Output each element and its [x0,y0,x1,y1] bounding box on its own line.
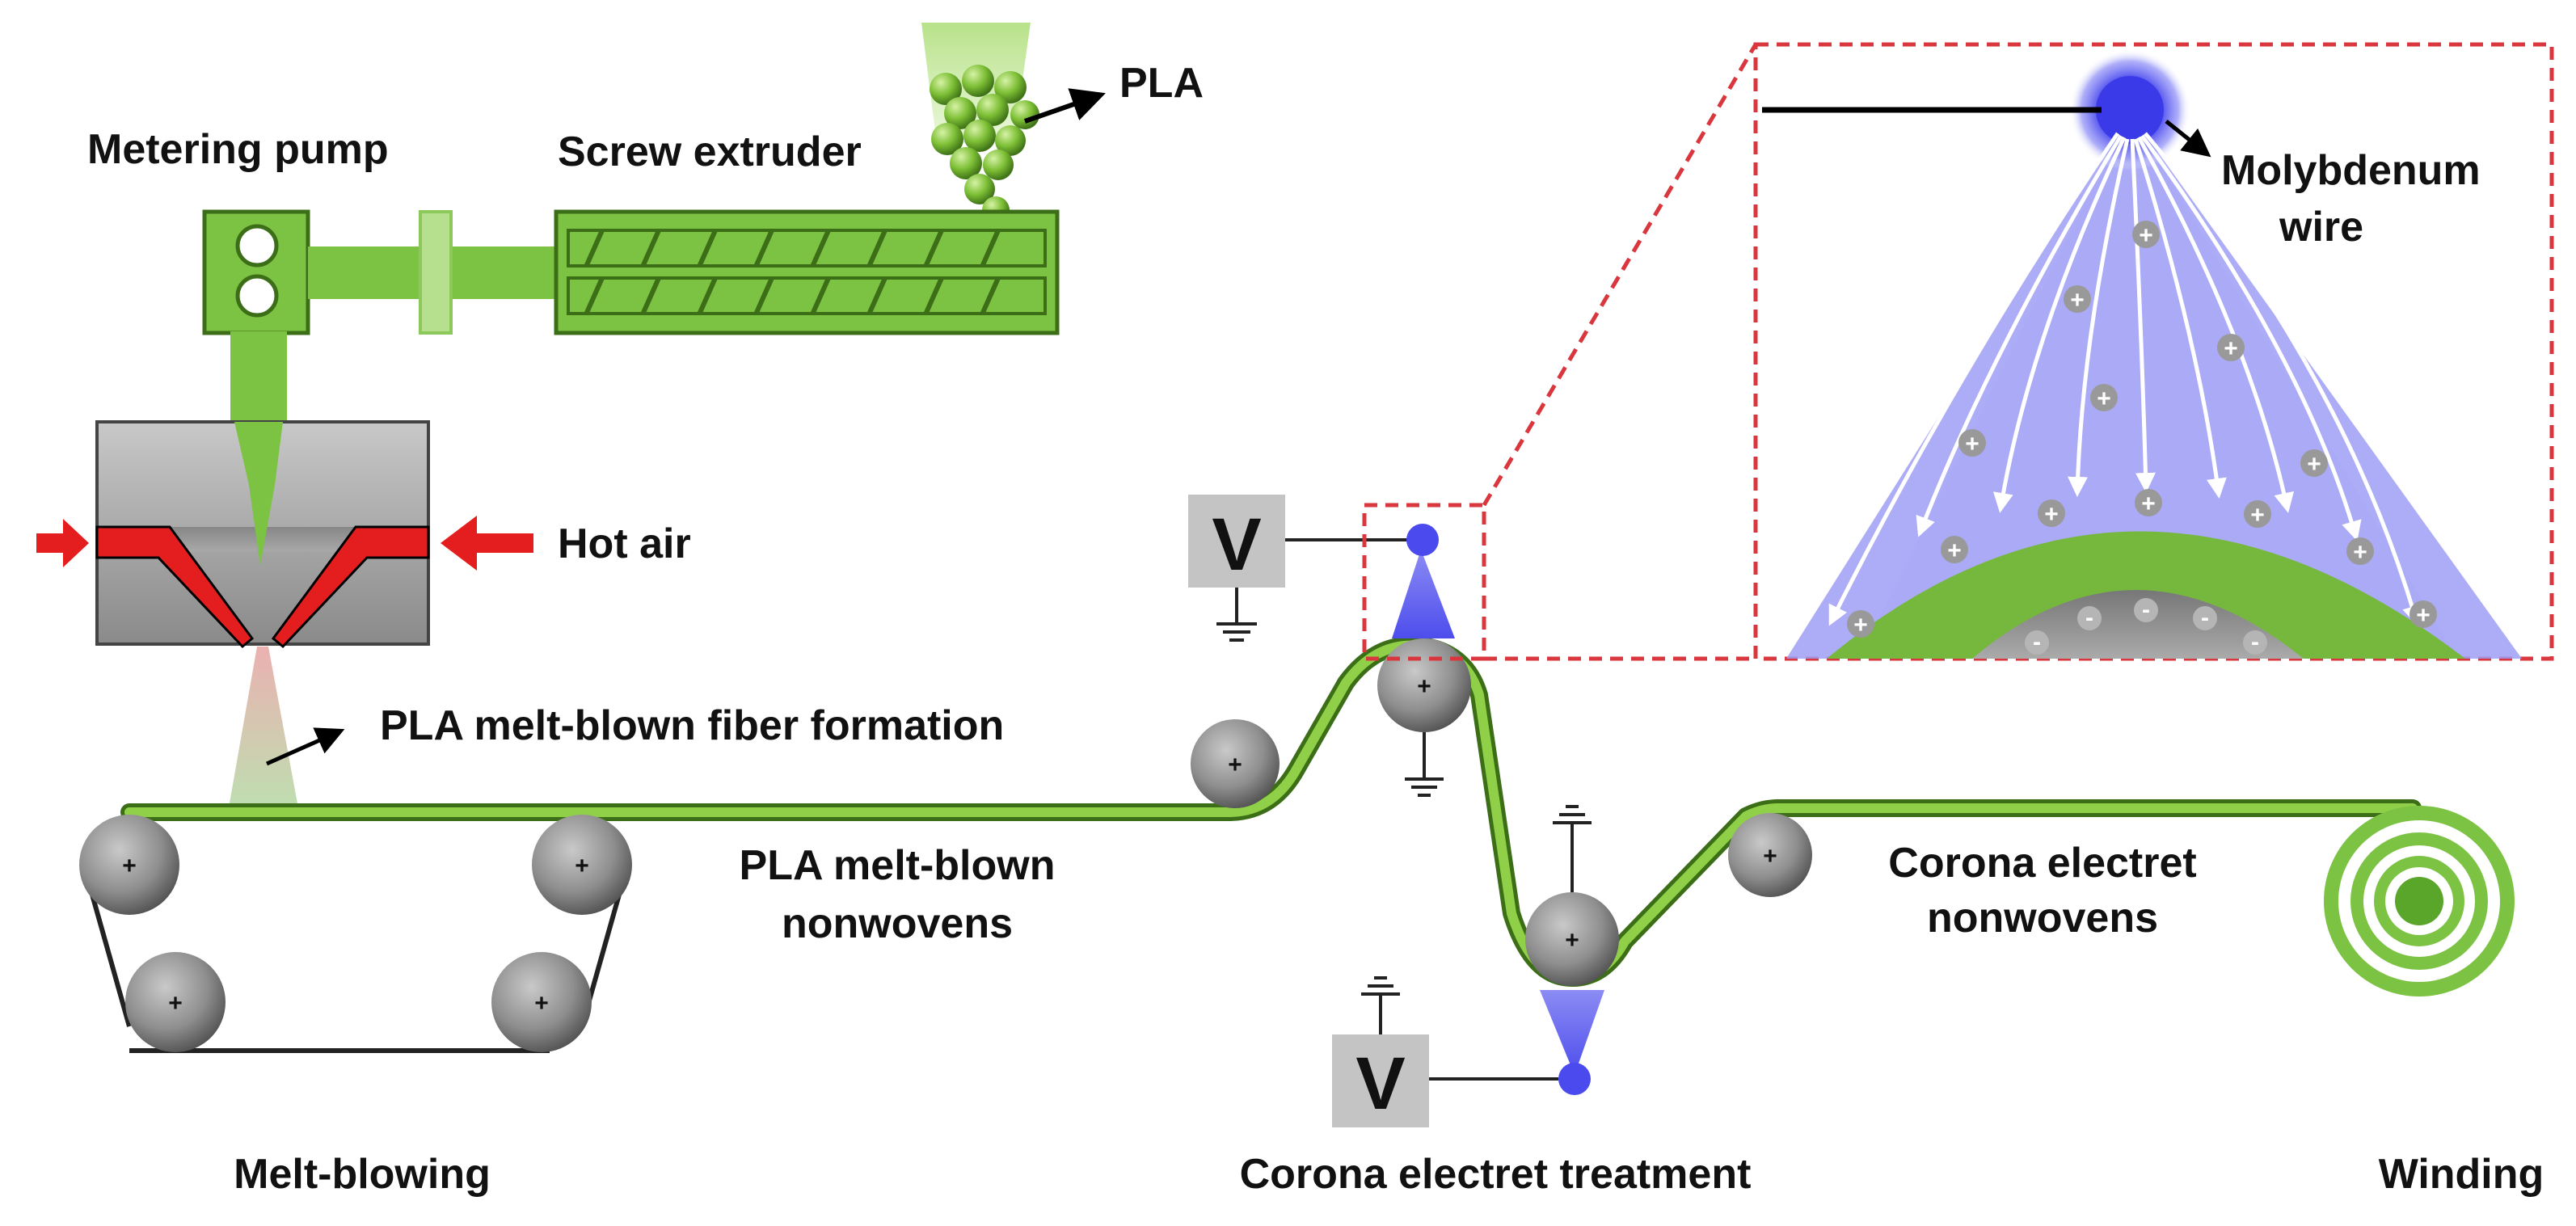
svg-text:-: - [2033,629,2041,655]
svg-text:+: + [1565,927,1579,954]
stage-corona: Corona electret treatment [1240,1151,1752,1198]
pla-pellets [930,65,1039,224]
pla-arrow [1024,88,1106,124]
stage-melt-blowing: Melt-blowing [234,1151,491,1198]
hot-air-arrow-left [36,519,89,567]
corona-nonwovens-label-line2: nonwovens [1927,895,2158,942]
nonwovens-label-line1: PLA melt-blown [740,842,1056,889]
corona-wire-top [1406,524,1439,556]
svg-text:-: - [2085,605,2093,631]
roller-guide-1: + [1191,719,1280,808]
corona-top-unit: V + [1188,495,1471,797]
svg-text:+: + [1417,673,1431,700]
winding-roll [2324,806,2515,996]
molybdenum-label-line1: Molybdenum [2221,147,2481,194]
positive-charges: + + + + + + + + + + + + + [1847,221,2437,638]
hot-air-arrow-right [441,516,533,571]
fiber-formation-arrow [265,727,345,766]
roller-conveyor-top-left: + [79,815,179,915]
hot-air-channel-right [271,525,430,649]
pla-label: PLA [1119,60,1204,107]
corona-roller-bottom [1525,892,1619,986]
svg-text:+: + [2250,502,2265,529]
corona-cone-top [1392,550,1455,638]
svg-text:+: + [575,853,589,879]
fiber-formation-label: PLA melt-blown fiber formation [380,702,1004,749]
voltage-bottom-label: V [1355,1043,1405,1125]
svg-text:+: + [1763,843,1777,870]
roller-conveyor-bottom-right: + [491,952,592,1052]
svg-text:+: + [1947,537,1962,564]
negative-charges: - - - - - [2025,596,2267,655]
hot-air-label: Hot air [558,520,691,567]
field-lines [1828,132,2422,626]
svg-text:+: + [2141,491,2156,517]
svg-text:+: + [122,853,137,879]
svg-text:+: + [168,990,183,1017]
pipe-coupling [419,210,453,335]
hot-air-channel-left [95,525,255,649]
melt-blowing-die [95,420,430,649]
molybdenum-arrow [2165,120,2211,158]
svg-text:+: + [2353,539,2367,566]
screw-extruder-label: Screw extruder [558,128,862,175]
svg-text:+: + [2139,222,2153,249]
svg-text:+: + [2307,451,2321,478]
zoom-source-box [1362,503,1486,661]
corona-bottom-unit: + V [1332,805,1619,1127]
corona-cone-bottom [1540,990,1604,1075]
metering-pump-label: Metering pump [87,126,389,173]
corona-roller-top [1377,638,1471,732]
svg-text:+: + [2097,385,2111,412]
svg-text:+: + [2044,501,2059,528]
pump-gear-bottom [235,274,279,318]
stage-winding: Winding [2379,1151,2544,1198]
svg-text:-: - [2251,629,2259,655]
corona-nonwovens-label-line1: Corona electret [1888,840,2196,887]
fiber-formation-fan [228,647,299,812]
svg-text:+: + [2070,287,2085,314]
svg-text:-: - [2142,596,2150,623]
roller-conveyor-top-right: + [532,815,632,915]
svg-text:+: + [1228,752,1242,778]
molybdenum-wire [2096,76,2164,144]
corona-wire-bottom [1558,1063,1591,1095]
voltage-source-bottom [1332,1034,1429,1127]
roller-conveyor-bottom-left: + [125,952,226,1052]
screw-flights [584,229,1001,316]
svg-text:-: - [2201,605,2209,631]
svg-text:+: + [2224,335,2238,362]
zoom-callout: + + + + + + + + + + + + + - - - - - Moly… [1362,42,2554,661]
roller-guide-2: + [1728,813,1812,897]
svg-text:+: + [2416,602,2431,629]
svg-text:+: + [1965,431,1979,457]
voltage-top-label: V [1212,503,1261,586]
screw-extruder [554,209,1060,335]
nonwovens-label-line2: nonwovens [782,900,1013,947]
voltage-source-top [1188,495,1285,588]
roller-arc [1972,590,2304,659]
svg-text:+: + [534,990,549,1017]
pla-hopper [921,23,1039,224]
metering-pump [202,209,310,335]
molybdenum-label-line2: wire [2279,204,2363,251]
pump-gear-top [235,224,279,268]
svg-text:+: + [1853,612,1868,638]
